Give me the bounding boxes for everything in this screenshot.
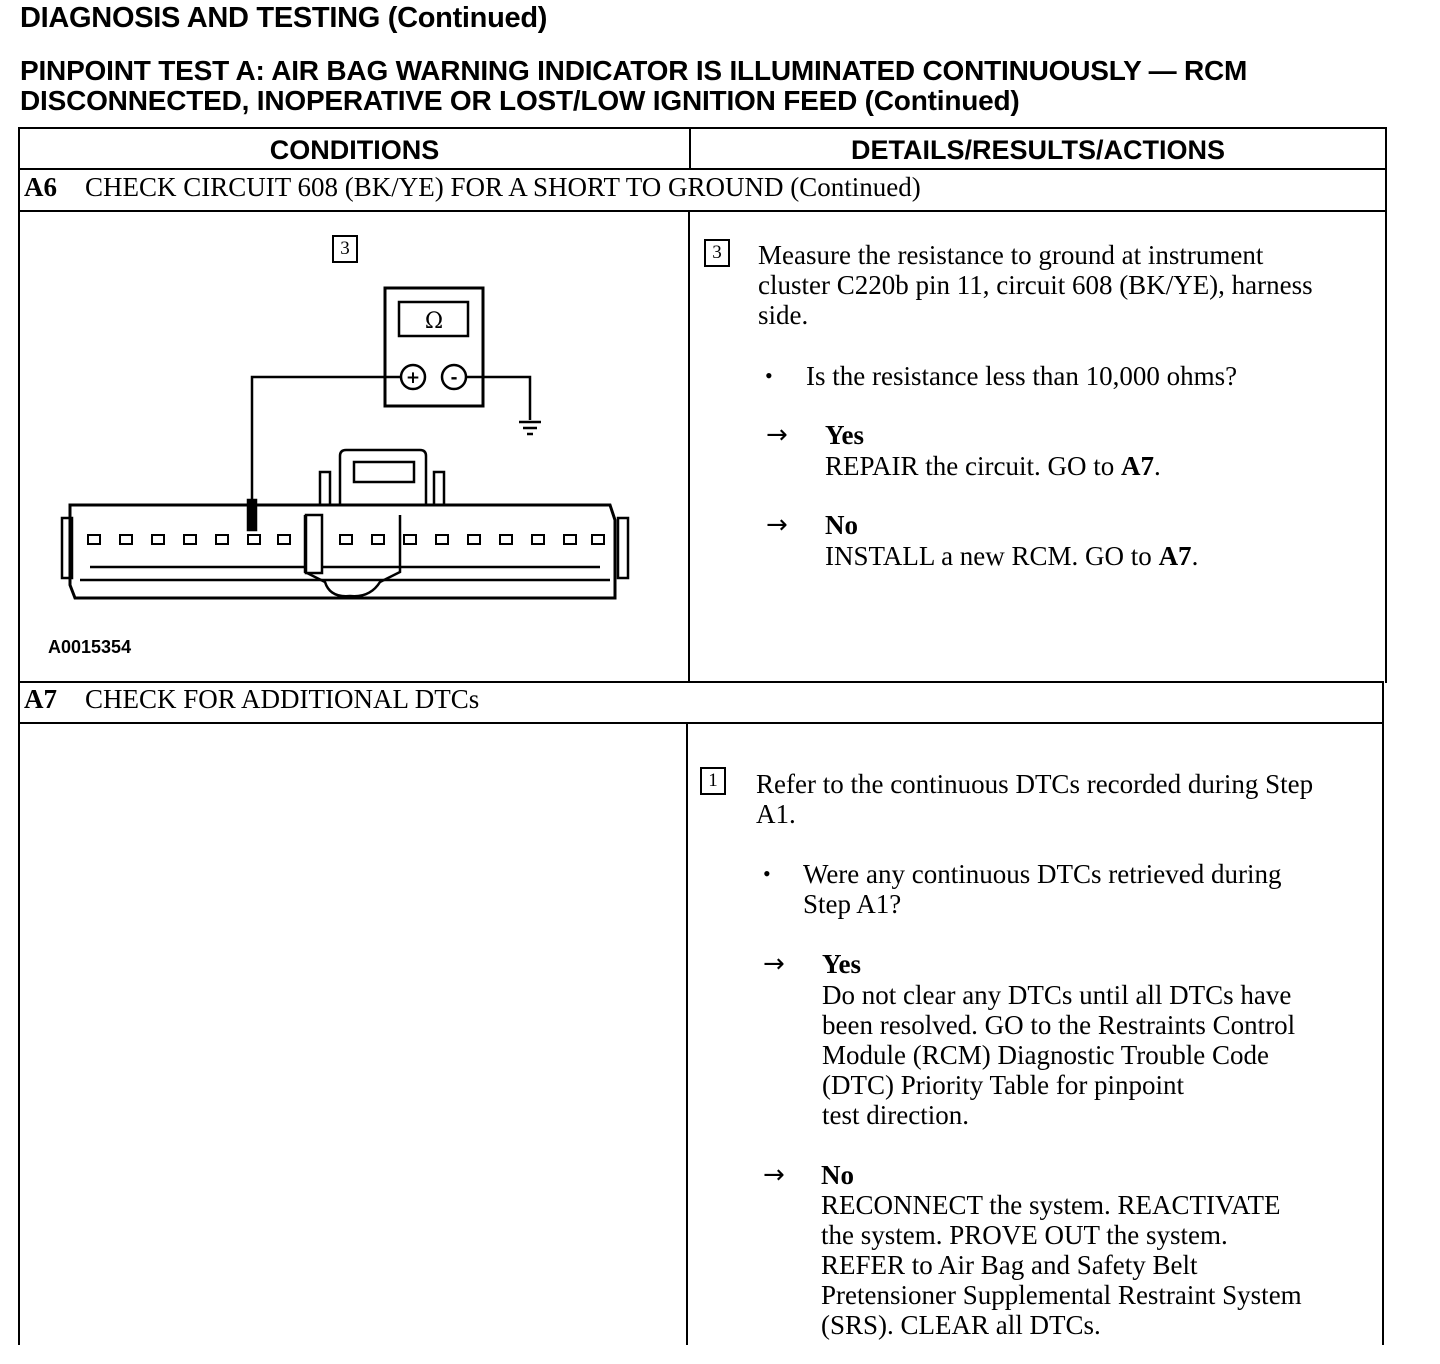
connector-latch [338,448,428,505]
a7-yes-action-line: (DTC) Priority Table for pinpoint [822,1070,1185,1100]
a7-no-label: No [821,1160,854,1190]
a6-no-action: INSTALL a new RCM. GO to A7. [825,541,1198,571]
column-divider-a6 [688,210,690,683]
a6-yes-action-text: REPAIR the circuit. GO to [825,451,1121,481]
positive-test-lead [250,375,401,502]
a7-substep-box: 1 [700,767,726,795]
step-a6-title: CHECK CIRCUIT 608 (BK/YE) FOR A SHORT TO… [85,172,921,202]
a7-yes-action-line: test direction. [822,1100,969,1130]
a6-no-action-end: . [1191,541,1199,571]
a6-question: Is the resistance less than 10,000 ohms? [806,361,1238,391]
a6-instruction-line: cluster C220b pin 11, circuit 608 (BK/YE… [758,270,1313,300]
a6-no-action-text: INSTALL a new RCM. GO to [825,541,1159,571]
ohmmeter-body [383,286,485,408]
ohmmeter-connector-diagram: Ω + - [60,286,630,600]
step-a7-id: A7 [24,684,57,714]
right-arrow-icon: → [766,510,788,540]
plus-label: + [406,368,420,388]
a7-yes-action: Do not clear any DTCs until all DTCs hav… [822,980,1295,1130]
test-title-line-1: PINPOINT TEST A: AIR BAG WARNING INDICAT… [20,55,1248,86]
bullet-icon: • [765,363,773,388]
step-a6-header: A6 CHECK CIRCUIT 608 (BK/YE) FOR A SHORT … [24,172,921,203]
a7-title-divider [18,722,1384,724]
a7-question-line: Step A1? [803,889,902,919]
figure-id: A0015354 [48,637,132,657]
column-header-conditions: CONDITIONS [269,135,440,165]
table-left-border [18,127,20,1345]
a7-question-line: Were any continuous DTCs retrieved durin… [803,859,1282,889]
a6-bottom-divider [18,681,1384,683]
column-header-details: DETAILS/RESULTS/ACTIONS [850,135,1225,165]
step-a6-id: A6 [24,172,57,202]
test-probe [246,498,258,532]
a6-instruction: Measure the resistance to ground at inst… [758,240,1313,330]
table-top-border [18,127,1387,129]
pinpoint-test-title: PINPOINT TEST A: AIR BAG WARNING INDICAT… [20,56,1247,116]
connector-body [68,503,617,600]
column-divider-a7 [686,722,688,1345]
right-arrow-icon: → [763,949,785,979]
bullet-icon: • [763,861,771,886]
test-title-line-2: DISCONNECTED, INOPERATIVE OR LOST/LOW IG… [20,85,1020,116]
page-title: DIAGNOSIS AND TESTING (Continued) [20,2,548,34]
a6-instruction-line: side. [758,300,809,330]
a7-no-action-line: Pretensioner Supplemental Restraint Syst… [821,1280,1302,1310]
ohmmeter-display [397,300,470,338]
header-divider [18,168,1387,170]
a7-no-action-line: RECONNECT the system. REACTIVATE [821,1190,1281,1220]
a6-substep-box: 3 [704,239,730,267]
a6-yes-step-ref: A7 [1121,451,1154,481]
table-right-border-upper [1385,127,1387,683]
a7-no-action-line: REFER to Air Bag and Safety Belt [821,1250,1198,1280]
a7-yes-action-line: Module (RCM) Diagnostic Trouble Code [822,1040,1270,1070]
a7-question: Were any continuous DTCs retrieved durin… [803,859,1281,919]
negative-test-lead [466,375,532,420]
a6-title-divider [18,210,1387,212]
a7-no-action: RECONNECT the system. REACTIVATE the sys… [821,1190,1302,1340]
a6-yes-label: Yes [825,420,864,450]
a7-yes-label: Yes [822,949,861,979]
figure-step-box: 3 [332,235,358,263]
a6-no-label: No [825,510,858,540]
right-arrow-icon: → [763,1160,785,1190]
table-right-border-lower [1382,681,1384,1345]
a6-instruction-line: Measure the resistance to ground at inst… [758,240,1264,270]
column-divider-header [689,127,691,170]
a7-instruction-line: A1. [756,799,796,829]
a6-yes-action: REPAIR the circuit. GO to A7. [825,451,1161,481]
connector-pins [87,534,605,545]
a6-yes-action-end: . [1154,451,1161,481]
a6-no-step-ref: A7 [1158,541,1192,571]
a7-no-action-line: the system. PROVE OUT the system. [821,1220,1228,1250]
a7-no-action-line: (SRS). CLEAR all DTCs. [821,1310,1101,1340]
minus-label: - [450,368,457,388]
step-a7-header: A7 CHECK FOR ADDITIONAL DTCs [24,684,479,715]
a7-instruction-line: Refer to the continuous DTCs recorded du… [756,769,1314,799]
step-a7-title: CHECK FOR ADDITIONAL DTCs [85,684,480,714]
a7-yes-action-line: been resolved. GO to the Restraints Cont… [822,1010,1296,1040]
a7-yes-action-line: Do not clear any DTCs until all DTCs hav… [822,980,1292,1010]
a7-instruction: Refer to the continuous DTCs recorded du… [756,769,1313,829]
ohm-symbol: Ω [425,309,443,334]
right-arrow-icon: → [766,420,788,450]
